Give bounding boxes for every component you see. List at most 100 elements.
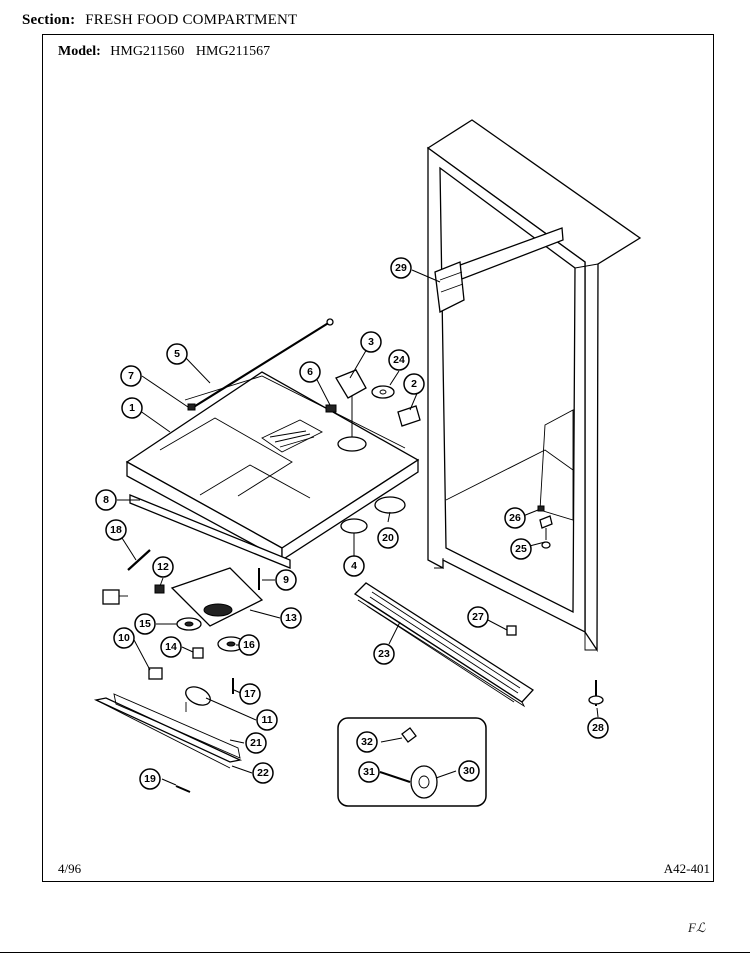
model-number-2: HMG211567 — [195, 44, 271, 59]
callout-18: 18 — [105, 519, 127, 541]
svg-text:5: 5 — [174, 348, 180, 360]
svg-text:17: 17 — [244, 688, 256, 700]
svg-text:29: 29 — [395, 262, 407, 274]
ring — [340, 518, 368, 534]
screw-25-head — [539, 515, 553, 529]
callout-9: 9 — [275, 569, 297, 591]
svg-text:12: 12 — [157, 561, 169, 573]
screw-26 — [537, 505, 545, 512]
svg-text:8: 8 — [103, 494, 109, 506]
roller-axle — [379, 771, 411, 783]
rod — [191, 321, 331, 409]
section-heading: Section: FRESH FOOD COMPARTMENT — [22, 12, 297, 29]
callout-25: 25 — [510, 538, 532, 560]
disc — [374, 496, 406, 514]
callout-4: 4 — [343, 555, 365, 577]
leader-lines — [117, 269, 599, 786]
model-heading: Model: HMG211560 HMG211567 — [58, 44, 270, 60]
light-housing — [170, 567, 264, 627]
svg-text:15: 15 — [139, 618, 151, 630]
callout-7: 7 — [120, 365, 142, 387]
svg-text:27: 27 — [472, 611, 484, 623]
svg-text:9: 9 — [283, 574, 289, 586]
switch — [397, 405, 421, 427]
svg-text:25: 25 — [515, 543, 527, 555]
roller-inset-box — [337, 717, 487, 807]
diagram-frame — [42, 34, 714, 882]
callout-30: 30 — [458, 760, 480, 782]
svg-text:1: 1 — [129, 402, 135, 414]
knob-15-center — [184, 621, 194, 627]
callout-29: 29 — [390, 257, 412, 279]
callout-1: 1 — [121, 397, 143, 419]
model-label: Model: — [58, 44, 101, 59]
knob-16-center — [226, 641, 236, 647]
callout-16: 16 — [238, 634, 260, 656]
foot-base — [588, 695, 604, 705]
shield-edge — [95, 699, 231, 769]
roller-wheel — [410, 765, 438, 799]
svg-text:13: 13 — [285, 612, 297, 624]
callout-27: 27 — [467, 606, 489, 628]
callout-24: 24 — [388, 349, 410, 371]
washer-hole — [379, 389, 387, 395]
clip-14 — [192, 647, 204, 659]
control-thermostat — [325, 369, 367, 452]
evaporator-cover — [125, 371, 420, 562]
shield-lens — [113, 693, 241, 759]
screw-25-washer — [541, 541, 551, 549]
svg-text:4: 4 — [351, 560, 357, 572]
callout-28: 28 — [587, 717, 609, 739]
svg-text:21: 21 — [250, 737, 262, 749]
light-housing-opening — [203, 603, 233, 617]
callout-11: 11 — [256, 709, 278, 731]
callout-15: 15 — [134, 613, 156, 635]
svg-text:6: 6 — [307, 366, 313, 378]
svg-text:28: 28 — [592, 722, 604, 734]
svg-text:18: 18 — [110, 524, 122, 536]
grille — [353, 582, 535, 708]
callout-17: 17 — [239, 683, 261, 705]
clip — [187, 403, 196, 411]
section-value: FRESH FOOD COMPARTMENT — [85, 12, 298, 28]
svg-text:7: 7 — [128, 370, 134, 382]
section-label: Section: — [22, 12, 76, 28]
svg-text:14: 14 — [165, 641, 177, 653]
svg-text:30: 30 — [463, 765, 475, 777]
svg-text:26: 26 — [509, 512, 521, 524]
model-number-1: HMG211560 — [110, 44, 185, 59]
clip-12 — [154, 584, 165, 594]
callout-6: 6 — [299, 361, 321, 383]
callout-31: 31 — [358, 761, 380, 783]
svg-text:19: 19 — [144, 773, 156, 785]
svg-text:23: 23 — [378, 648, 390, 660]
socket — [102, 589, 120, 605]
clip-27 — [506, 625, 517, 636]
svg-text:2: 2 — [411, 378, 417, 390]
cabinet-shell — [426, 119, 642, 653]
bottom-rule — [0, 952, 750, 953]
callout-13: 13 — [280, 607, 302, 629]
light-shield — [93, 697, 243, 763]
callout-19: 19 — [139, 768, 161, 790]
svg-text:31: 31 — [363, 766, 375, 778]
callout-22: 22 — [252, 762, 274, 784]
callout-8: 8 — [95, 489, 117, 511]
svg-text:3: 3 — [368, 336, 374, 348]
revision-date: 4/96 — [58, 861, 82, 876]
callout-2: 2 — [403, 373, 425, 395]
handwritten-mark: Fℒ — [688, 920, 706, 935]
callout-21: 21 — [245, 732, 267, 754]
callout-26: 26 — [504, 507, 526, 529]
screw-19 — [175, 785, 191, 793]
roller-hub — [418, 775, 430, 789]
callout-32: 32 — [356, 731, 378, 753]
callout-3: 3 — [360, 331, 382, 353]
callout-5: 5 — [166, 343, 188, 365]
svg-text:32: 32 — [361, 736, 373, 748]
svg-text:24: 24 — [393, 354, 405, 366]
callout-23: 23 — [373, 643, 395, 665]
rod-end — [326, 318, 334, 326]
svg-text:16: 16 — [243, 639, 255, 651]
svg-text:22: 22 — [257, 767, 269, 779]
